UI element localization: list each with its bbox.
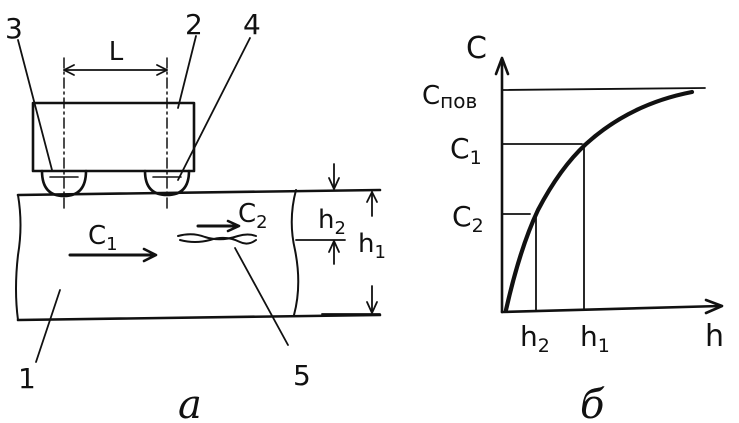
concentration-curve	[503, 89, 695, 313]
leader-lines	[17, 35, 289, 363]
caption-b: б	[580, 382, 605, 423]
reference-lines	[501, 87, 706, 311]
diagram-a: L 3 2 4 1 5 C1 C2	[5, 8, 386, 423]
depth-dimensions: h2 h1	[295, 163, 386, 315]
label-5: 5	[293, 359, 311, 392]
tick-c2: C2	[452, 200, 484, 237]
material-block	[15, 188, 382, 322]
label-2: 2	[185, 8, 203, 41]
arrow-c1: C1	[68, 221, 158, 263]
label-L: L	[109, 37, 124, 67]
arrow-c2: C2	[196, 199, 268, 233]
tick-cpov: Cпов	[422, 81, 477, 113]
graph-axes: C h	[466, 31, 724, 354]
label-c2: C2	[238, 199, 268, 233]
label-h1: h1	[358, 229, 386, 263]
tick-h2: h2	[520, 320, 550, 357]
center-lines	[63, 57, 168, 211]
axis-x-label: h	[705, 319, 724, 354]
label-4: 4	[243, 8, 261, 41]
diagram-b: C h Cпов C1 C2 h2 h1 б	[422, 31, 724, 423]
label-3: 3	[5, 12, 23, 45]
tick-h1: h1	[580, 320, 610, 357]
axis-y-label: C	[466, 31, 487, 66]
dimension-L: L	[63, 37, 168, 76]
label-c1: C1	[88, 221, 118, 255]
caption-a: а	[178, 382, 202, 423]
defect-crack	[177, 233, 257, 245]
tick-c1: C1	[450, 132, 482, 169]
label-1: 1	[18, 362, 36, 395]
carriage	[31, 101, 196, 198]
label-h2: h2	[318, 205, 346, 239]
